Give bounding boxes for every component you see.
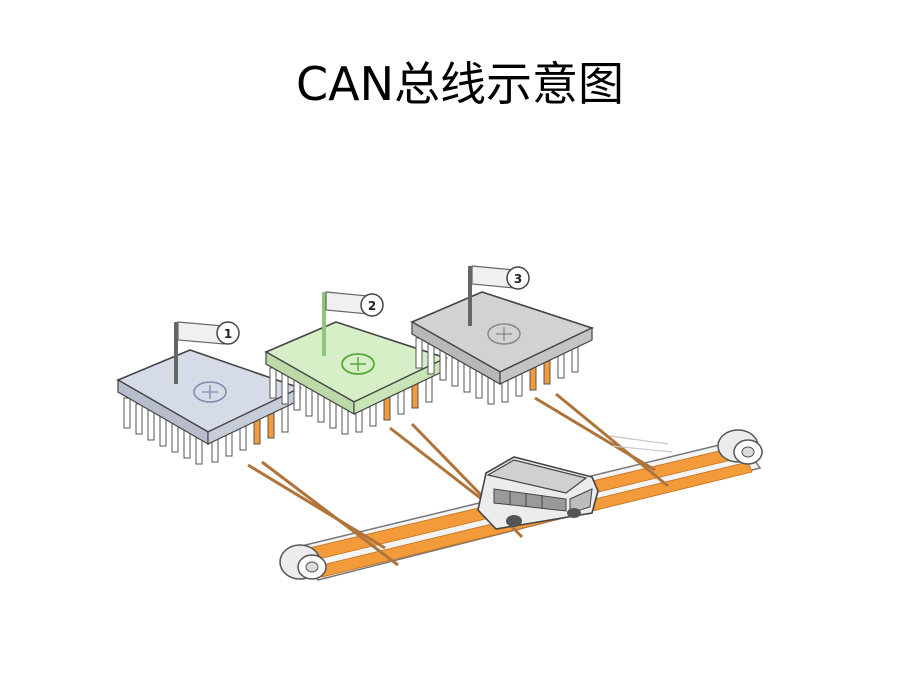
- node-number: 2: [368, 299, 376, 313]
- ecu-node-2: 2: [264, 291, 449, 435]
- left-roller: [279, 544, 327, 580]
- ecu-node-1: 1: [116, 321, 303, 465]
- steering-wheel-icon: [341, 353, 375, 375]
- steering-wheel-icon: [487, 323, 521, 345]
- node-number-badge: [216, 321, 240, 345]
- node-number-badge: [360, 293, 384, 317]
- node-number: 1: [224, 327, 232, 341]
- node-number: 3: [514, 272, 522, 286]
- node-number-badge: [506, 266, 530, 290]
- right-roller: [717, 429, 763, 465]
- ecu-node-3: 3: [410, 265, 595, 405]
- steering-wheel-icon: [193, 381, 227, 403]
- motion-lines: [609, 435, 673, 453]
- bus-icon: [477, 456, 599, 530]
- node-wires: [247, 392, 669, 567]
- page-title: CAN总线示意图: [296, 57, 624, 111]
